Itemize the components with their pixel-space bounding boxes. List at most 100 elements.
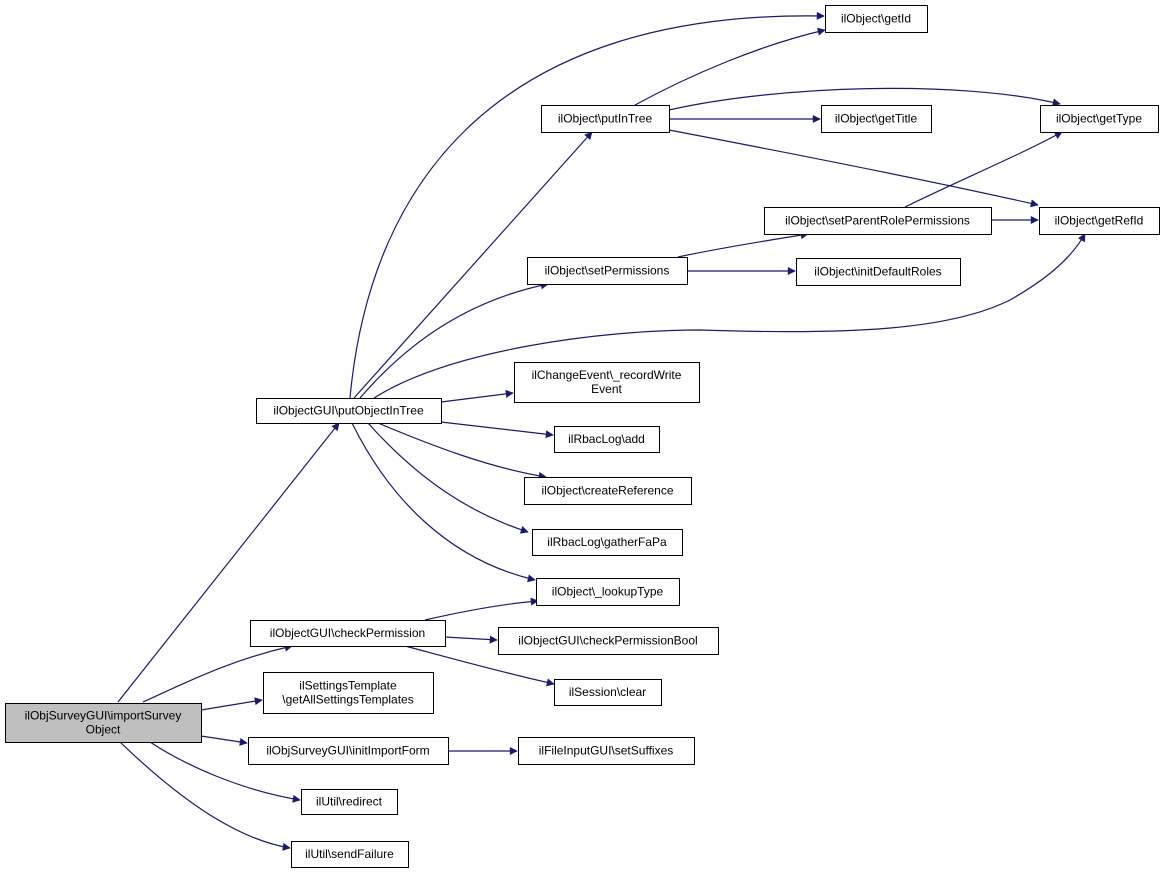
node-checkPermissionBool[interactable]: ilObjectGUI\checkPermissionBool [498,627,719,655]
node-box [554,426,660,453]
node-label: ilChangeEvent\_recordWrite [532,368,682,382]
node-label: ilObjSurveyGUI\initImportForm [266,744,429,758]
node-setPermissions[interactable]: ilObject\setPermissions [527,257,688,285]
node-box [256,398,442,424]
edge-line [668,87,1061,111]
node-label: ilObjectGUI\checkPermissionBool [518,634,697,648]
edge-root-to-getAllSettingsTemplates [200,697,263,711]
node-getId[interactable]: ilObject\getId [825,5,928,33]
node-box [524,477,692,505]
node-box [527,257,688,285]
node-initDefaultRoles[interactable]: ilObject\initDefaultRoles [796,258,961,286]
edge-line [351,422,536,583]
edge-line [200,697,263,711]
node-label: ilUtil\sendFailure [305,847,394,861]
node-box [498,627,719,655]
edge-line [444,635,498,644]
node-label: Event [591,382,622,396]
node-box [1040,105,1159,133]
edge-root-to-redirect [149,741,301,803]
edge-line [424,597,539,621]
node-label: ilObject\setPermissions [545,264,670,278]
node-gatherFaPa[interactable]: ilRbacLog\gatherFaPa [532,529,683,556]
node-checkPermission[interactable]: ilObjectGUI\checkPermission [250,620,446,647]
edge-line [668,129,1039,208]
node-putObjectInTree[interactable]: ilObjectGUI\putObjectInTree [256,398,442,424]
edge-putObjectInTree-to-lookupType [351,422,536,583]
node-box [248,737,449,765]
edge-putObjectInTree-to-getRefId [373,233,1086,399]
edge-putObjectInTree-to-rbacAdd [440,421,554,439]
edge-line [677,231,809,258]
node-label: ilObject\getId [841,12,911,26]
node-label: ilObject\_lookupType [552,585,664,599]
node-createReference[interactable]: ilObject\createReference [524,477,692,505]
node-redirect[interactable]: ilUtil\redirect [301,789,398,815]
node-sessionClear[interactable]: ilSession\clear [554,679,662,706]
edge-putObjectInTree-to-putInTree [353,131,593,399]
edge-setParentRolePermissions-to-getType [904,131,1063,208]
node-label: \getAllSettingsTemplates [282,693,413,707]
node-label: ilRbacLog\add [568,432,645,446]
node-label: ilObject\initDefaultRoles [814,265,941,279]
node-lookupType[interactable]: ilObject\_lookupType [536,578,680,606]
edges-layer [117,11,1086,851]
node-box [263,672,434,714]
node-box [532,529,683,556]
node-box [821,105,932,133]
node-box [291,841,409,868]
node-setParentRolePermissions[interactable]: ilObject\setParentRolePermissions [764,207,992,235]
node-label: ilSettingsTemplate [299,679,397,693]
edge-root-to-sendFailure [119,741,291,851]
node-label: ilObjectGUI\putObjectInTree [273,404,424,418]
node-sendFailure[interactable]: ilUtil\sendFailure [291,841,409,868]
edge-line [117,422,340,703]
node-box [5,703,202,743]
node-getAllSettingsTemplates[interactable]: ilSettingsTemplate\getAllSettingsTemplat… [263,672,434,714]
node-box [250,620,446,647]
edge-setPermissions-to-setParentRolePermissions [677,231,809,258]
node-setSuffixes[interactable]: ilFileInputGUI\setSuffixes [518,737,695,765]
edge-checkPermission-to-lookupType [424,597,539,621]
edge-putObjectInTree-to-recordWriteEvent [440,389,514,403]
edge-putObjectInTree-to-setPermissions [359,281,549,399]
node-label: ilObjectGUI\checkPermission [270,626,425,640]
node-box [764,207,992,235]
node-label: ilObject\putInTree [558,112,653,126]
edge-line [404,645,555,687]
edge-line [349,11,825,399]
edge-checkPermission-to-sessionClear [404,645,555,687]
edge-line [377,422,547,480]
node-box [541,105,670,133]
edge-line [353,131,593,399]
edge-putObjectInTree-to-createReference [377,422,547,480]
node-getType[interactable]: ilObject\getType [1040,105,1159,133]
node-label: ilObjSurveyGUI\importSurvey [25,709,182,723]
edge-root-to-initImportForm [200,735,248,746]
node-box [301,789,398,815]
node-initImportForm[interactable]: ilObjSurveyGUI\initImportForm [248,737,449,765]
node-getTitle[interactable]: ilObject\getTitle [821,105,932,133]
node-label: ilRbacLog\gatherFaPa [547,535,667,549]
node-putInTree[interactable]: ilObject\putInTree [541,105,670,133]
node-label: ilSession\clear [569,685,646,699]
edge-line [904,131,1063,208]
node-box [796,258,961,286]
node-box [825,5,928,33]
edge-line [634,27,826,106]
edge-putInTree-to-getType [668,87,1061,111]
edge-line [119,741,291,851]
node-box [1039,207,1160,235]
edge-putInTree-to-getRefId [668,129,1039,208]
edge-line [440,421,554,439]
edge-line [359,281,549,399]
edge-checkPermission-to-checkPermissionBool [444,635,498,644]
node-label: ilObject\createReference [541,484,673,498]
node-rbacAdd[interactable]: ilRbacLog\add [554,426,660,453]
node-getRefId[interactable]: ilObject\getRefId [1039,207,1160,235]
edge-putInTree-to-getId [634,27,826,106]
edge-root-to-checkPermission [142,643,293,703]
